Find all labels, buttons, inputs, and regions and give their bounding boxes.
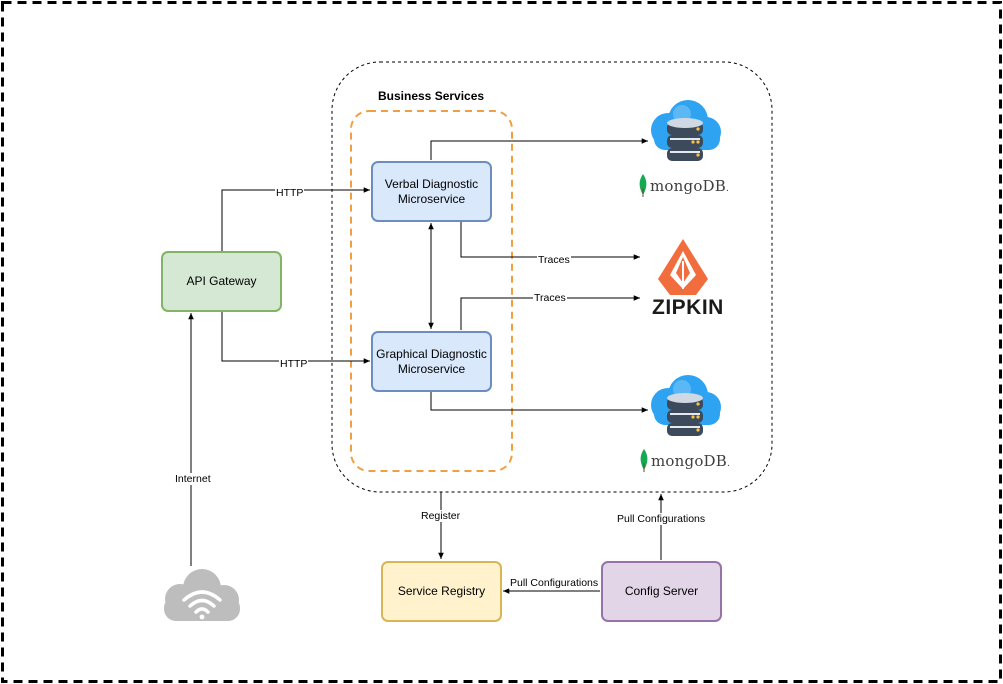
database-cloud-icon — [651, 375, 721, 436]
edge-label-http-bottom: HTTP — [279, 358, 309, 370]
edge-label-traces-top: Traces — [537, 254, 571, 266]
edge-verbal-zipkin — [460, 222, 640, 260]
zipkin-logo-text: ZIPKIN — [652, 296, 724, 319]
database-cloud-icon — [651, 100, 721, 161]
edge-graphical-mongodb — [430, 392, 648, 413]
edge-label-pull-config-up: Pull Configurations — [616, 513, 707, 525]
edge-verbal-mongodb — [430, 138, 648, 160]
business-services-title: Business Services — [378, 89, 485, 103]
graphical-diagnostic-label: Graphical Diagnostic Microservice — [376, 346, 487, 376]
edge-graphical-zipkin — [460, 295, 640, 330]
microservices-group-border — [350, 110, 513, 472]
graphical-diagnostic-node[interactable]: Graphical Diagnostic Microservice — [371, 331, 492, 392]
mongodb-logo-text-top: mongoDB. — [650, 177, 730, 195]
edge-label-internet: Internet — [174, 473, 212, 485]
mongodb-logo-text-bottom: mongoDB. — [651, 452, 731, 470]
verbal-diagnostic-label: Verbal Diagnostic Microservice — [384, 176, 479, 206]
wifi-cloud-icon — [164, 569, 240, 621]
api-gateway-label: API Gateway — [186, 274, 257, 288]
edge-label-traces-bottom: Traces — [533, 292, 567, 304]
mongodb-leaf-icon — [640, 449, 648, 472]
service-registry-label: Service Registry — [397, 584, 486, 598]
verbal-diagnostic-node[interactable]: Verbal Diagnostic Microservice — [371, 161, 492, 222]
service-registry-node[interactable]: Service Registry — [381, 561, 502, 622]
api-gateway-node[interactable]: API Gateway — [161, 251, 282, 312]
edge-label-register: Register — [420, 510, 462, 522]
edge-label-pull-config-left: Pull Configurations — [509, 577, 600, 589]
mongodb-leaf-icon — [639, 174, 647, 197]
edge-http-verbal — [221, 187, 370, 251]
edge-http-graphical — [221, 311, 370, 364]
config-server-label: Config Server — [624, 584, 699, 598]
edge-label-http-top: HTTP — [275, 187, 305, 199]
config-server-node[interactable]: Config Server — [601, 561, 722, 622]
zipkin-logo — [658, 239, 708, 295]
